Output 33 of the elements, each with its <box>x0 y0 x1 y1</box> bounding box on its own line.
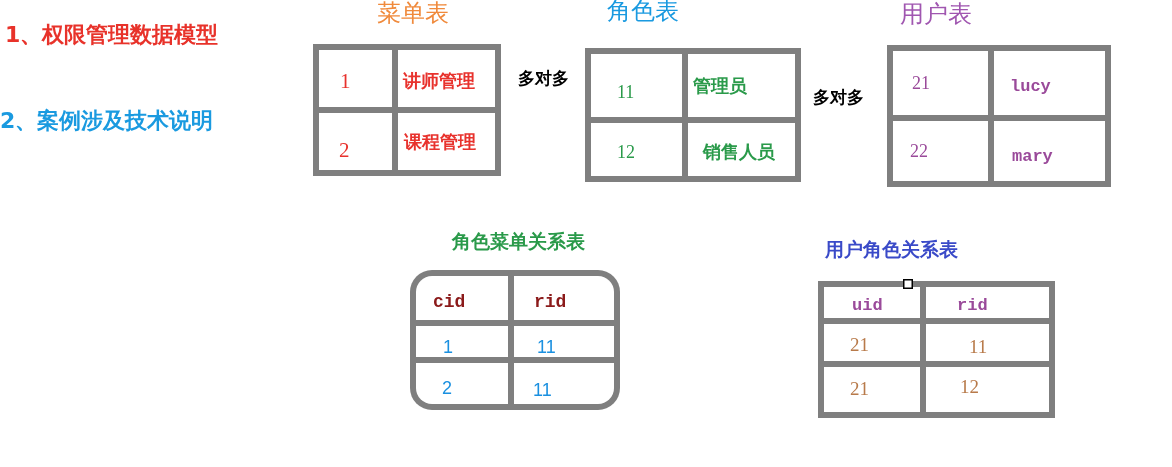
table-cell: 21 <box>824 324 920 361</box>
table-cell: lucy <box>994 51 1105 115</box>
table-cell: 2 <box>319 113 392 170</box>
table-title: 角色菜单关系表 <box>452 231 585 253</box>
table-cell: 11 <box>514 363 614 404</box>
section-heading: 1、权限管理数据模型 <box>5 22 219 48</box>
table-cell: 1 <box>319 50 392 107</box>
table-cell: rid <box>514 276 614 320</box>
table-cell: 11 <box>591 54 682 117</box>
table-title: 用户表 <box>900 1 972 29</box>
table-cell: 22 <box>893 121 988 181</box>
table-cell: uid <box>824 287 920 318</box>
table-cell: rid <box>926 287 1049 318</box>
table-cell: 课程管理 <box>398 113 495 170</box>
table-cell: cid <box>416 276 508 320</box>
table-cell: 12 <box>926 367 1049 412</box>
table-cell: 管理员 <box>688 54 795 117</box>
table-cell: 销售人员 <box>688 123 795 176</box>
table-cell: 21 <box>824 367 920 412</box>
table-cell: 11 <box>514 326 614 357</box>
table-title: 菜单表 <box>377 0 449 28</box>
table-cell: 2 <box>416 363 508 404</box>
relation-label: 多对多 <box>518 69 569 89</box>
table-title: 角色表 <box>607 0 679 26</box>
relation-label: 多对多 <box>813 88 864 108</box>
table-title: 用户角色关系表 <box>825 239 958 261</box>
table-cell: 11 <box>926 324 1049 361</box>
section-heading: 2、案例涉及技术说明 <box>0 108 214 134</box>
table-cell: 1 <box>416 326 508 357</box>
table-cell: 讲师管理 <box>398 50 495 107</box>
table-cell: mary <box>994 121 1105 181</box>
table-cell: 12 <box>591 123 682 176</box>
table-cell: 21 <box>893 51 988 115</box>
